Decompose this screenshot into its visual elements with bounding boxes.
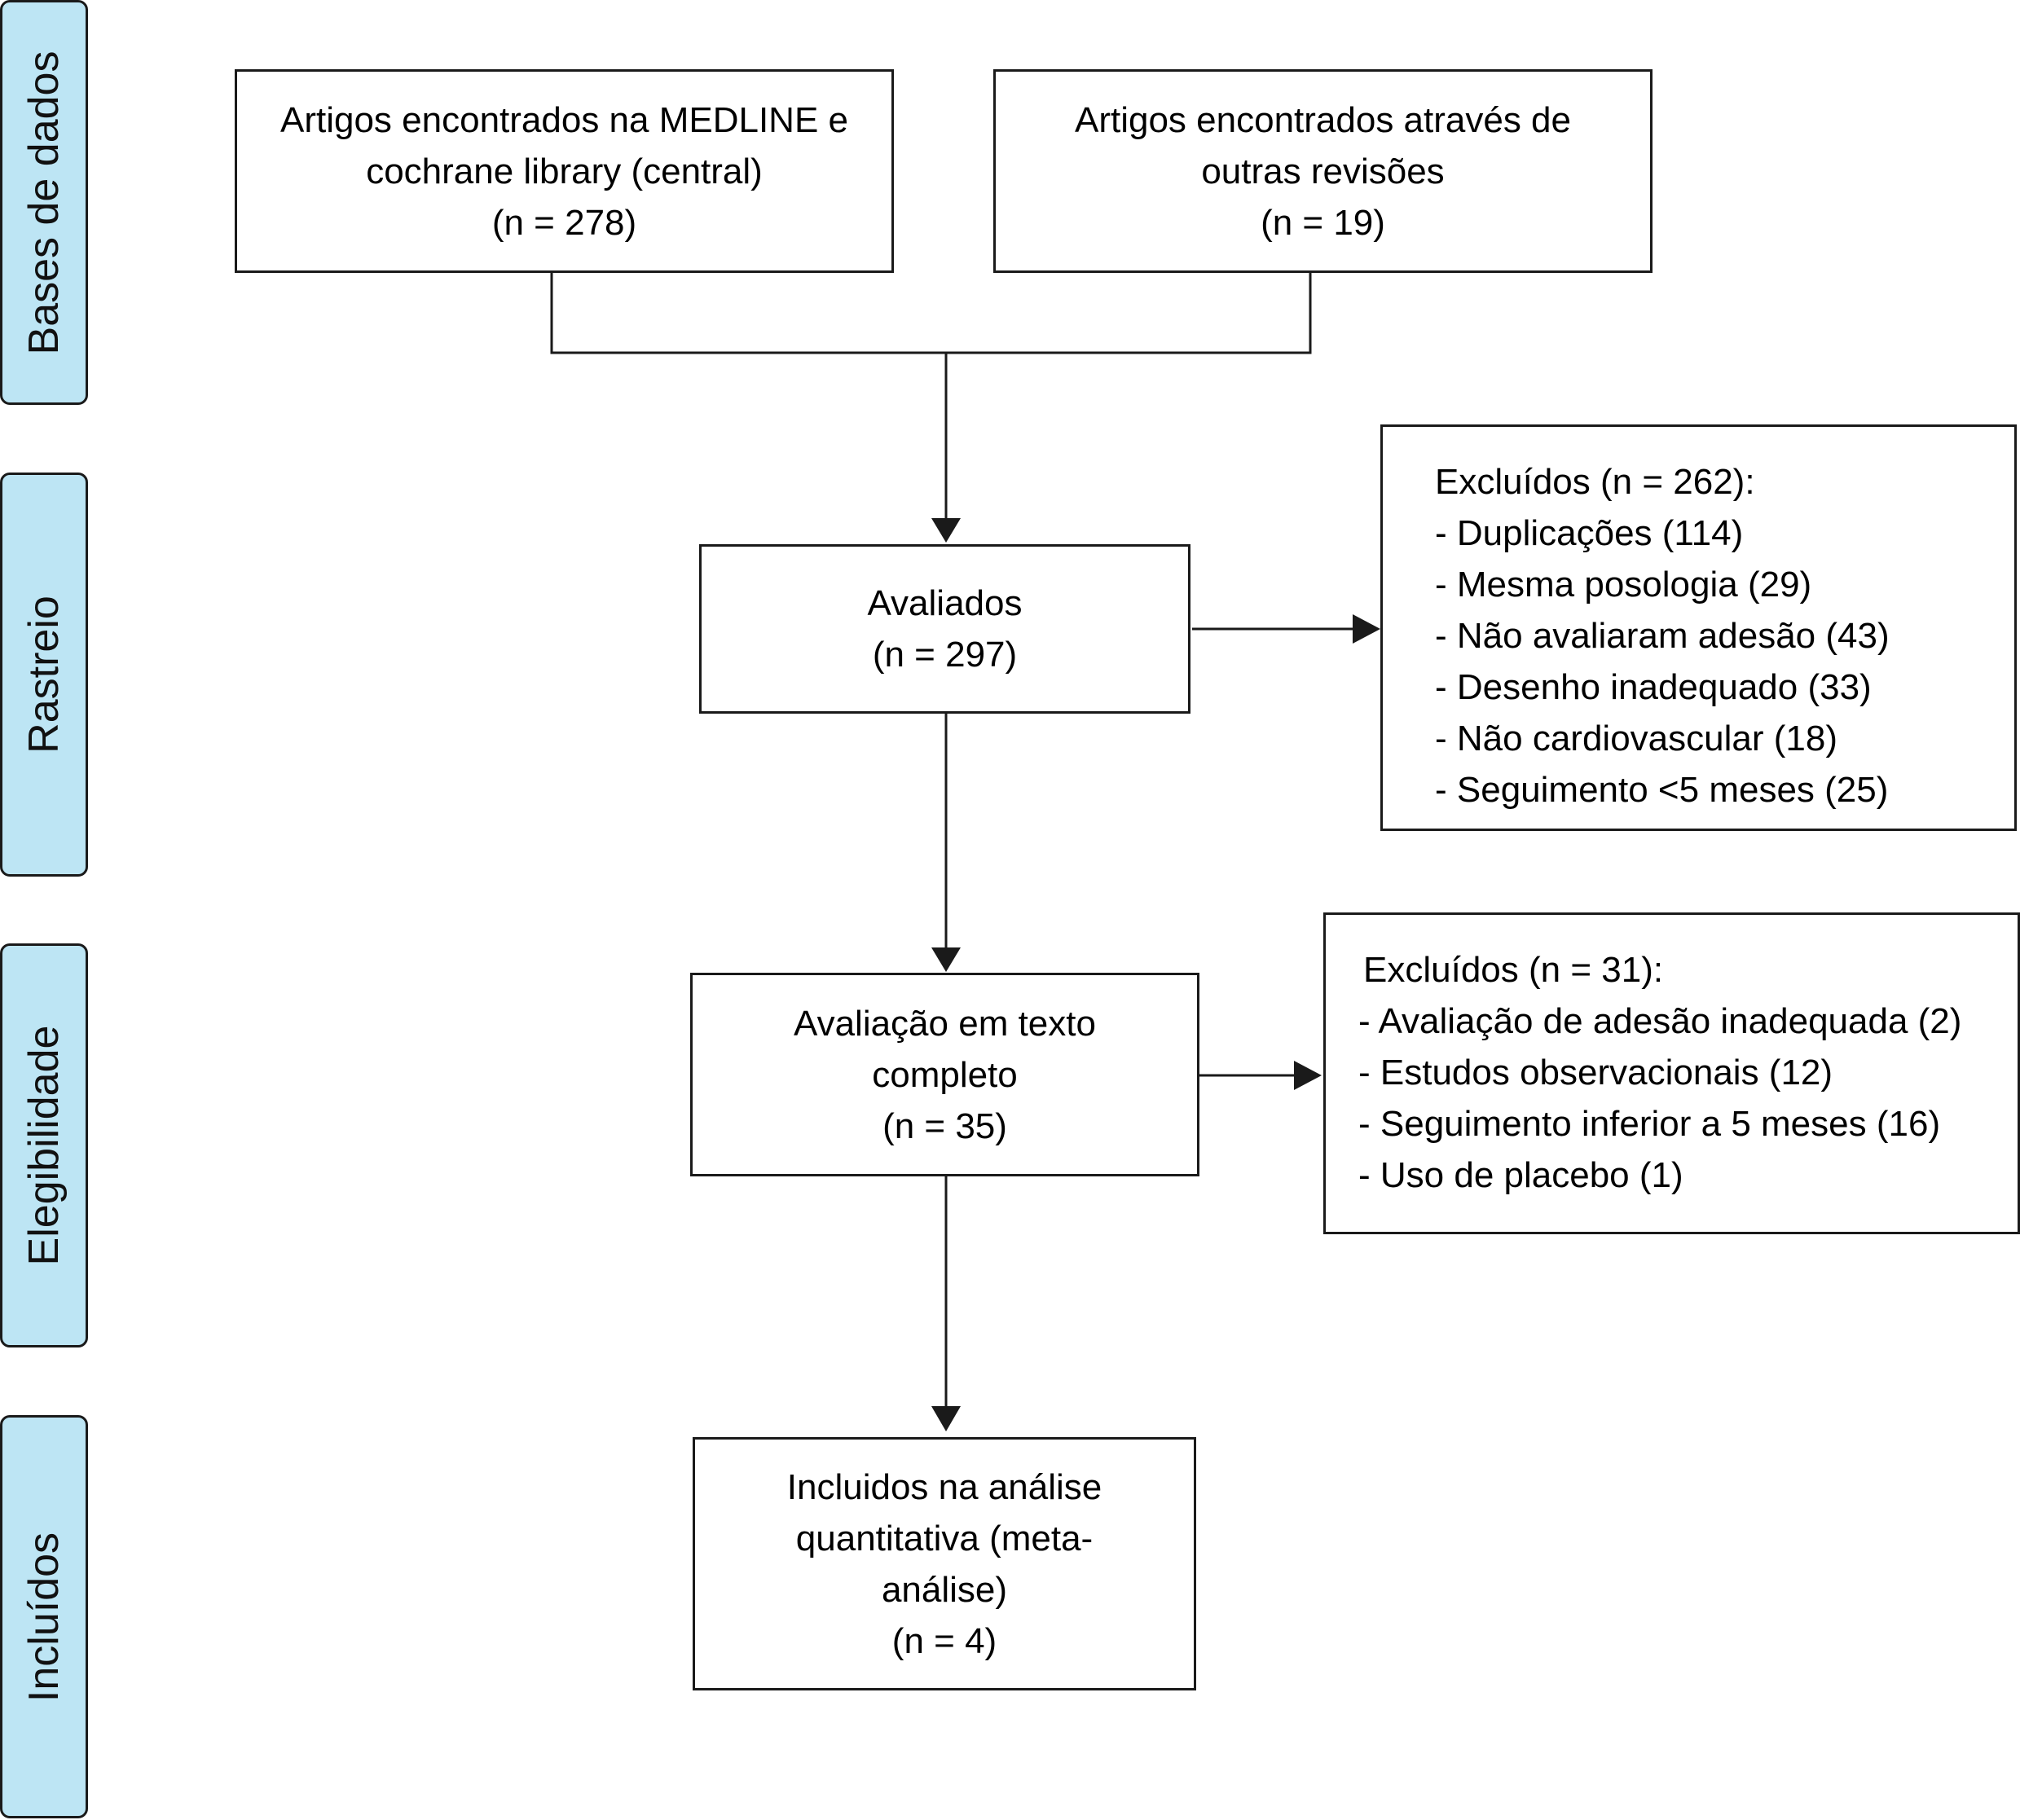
full-text-count: (n = 35) bbox=[882, 1106, 1007, 1146]
excluded-eligibility-box: Excluídos (n = 31): - Avaliação de adesã… bbox=[1323, 912, 2020, 1234]
full-text-line1: Avaliação em texto bbox=[794, 1003, 1096, 1044]
arrow-head-excluded-eligibility bbox=[1294, 1061, 1322, 1090]
excluded-screening-item: - Duplicações (114) bbox=[1435, 513, 1744, 553]
excluded-screening-item: - Mesma posologia (29) bbox=[1435, 565, 1812, 604]
stage-label-databases: Bases de dados bbox=[0, 0, 88, 405]
other-reviews-count: (n = 19) bbox=[1261, 202, 1385, 243]
excluded-eligibility-title: Excluídos (n = 31): bbox=[1363, 950, 1664, 990]
arrow-head-evaluated bbox=[931, 518, 961, 543]
medline-count: (n = 278) bbox=[491, 202, 637, 243]
excluded-screening-box: Excluídos (n = 262): - Duplicações (114)… bbox=[1380, 424, 2017, 831]
other-reviews-line1: Artigos encontrados através de bbox=[1074, 99, 1572, 140]
other-reviews-box: Artigos encontrados através de outras re… bbox=[993, 69, 1653, 273]
included-line3: análise) bbox=[881, 1569, 1008, 1610]
excluded-eligibility-item: - Estudos observacionais (12) bbox=[1358, 1053, 1833, 1092]
excluded-eligibility-item: - Seguimento inferior a 5 meses (16) bbox=[1358, 1104, 1941, 1144]
excluded-screening-item: - Não cardiovascular (18) bbox=[1435, 719, 1837, 758]
medline-line2: cochrane library (central) bbox=[366, 151, 763, 191]
included-line2: quantitativa (meta- bbox=[795, 1518, 1094, 1558]
evaluated-count: (n = 297) bbox=[872, 635, 1018, 675]
excluded-screening-item: - Não avaliaram adesão (43) bbox=[1435, 616, 1890, 656]
arrow-head-full-text bbox=[931, 947, 961, 972]
medline-line1: Artigos encontrados na MEDLINE e bbox=[279, 99, 849, 140]
stage-label-eligibility: Elegibilidade bbox=[0, 943, 88, 1347]
excluded-screening-item: - Seguimento <5 meses (25) bbox=[1435, 770, 1889, 810]
stage-label-included: Incluídos bbox=[0, 1415, 88, 1818]
other-reviews-line2: outras revisões bbox=[1201, 151, 1445, 191]
arrow-head-included bbox=[931, 1406, 961, 1431]
excluded-eligibility-item: - Avaliação de adesão inadequada (2) bbox=[1358, 1001, 1962, 1041]
evaluated-box: Avaliados (n = 297) bbox=[699, 544, 1190, 714]
evaluated-line1: Avaliados bbox=[867, 583, 1023, 623]
merge-connector bbox=[550, 272, 1312, 354]
arrow-head-excluded-screening bbox=[1353, 614, 1380, 644]
excluded-screening-item: - Desenho inadequado (33) bbox=[1435, 667, 1872, 707]
included-box: Incluidos na análise quantitativa (meta-… bbox=[693, 1437, 1196, 1690]
excluded-screening-title: Excluídos (n = 262): bbox=[1435, 462, 1755, 502]
full-text-box: Avaliação em texto completo (n = 35) bbox=[690, 973, 1199, 1176]
medline-box: Artigos encontrados na MEDLINE e cochran… bbox=[235, 69, 894, 273]
full-text-line2: completo bbox=[872, 1054, 1018, 1095]
stage-label-screening: Rastreio bbox=[0, 473, 88, 877]
included-line1: Incluidos na análise bbox=[786, 1466, 1102, 1507]
included-count: (n = 4) bbox=[891, 1620, 997, 1661]
excluded-eligibility-item: - Uso de placebo (1) bbox=[1358, 1155, 1683, 1195]
